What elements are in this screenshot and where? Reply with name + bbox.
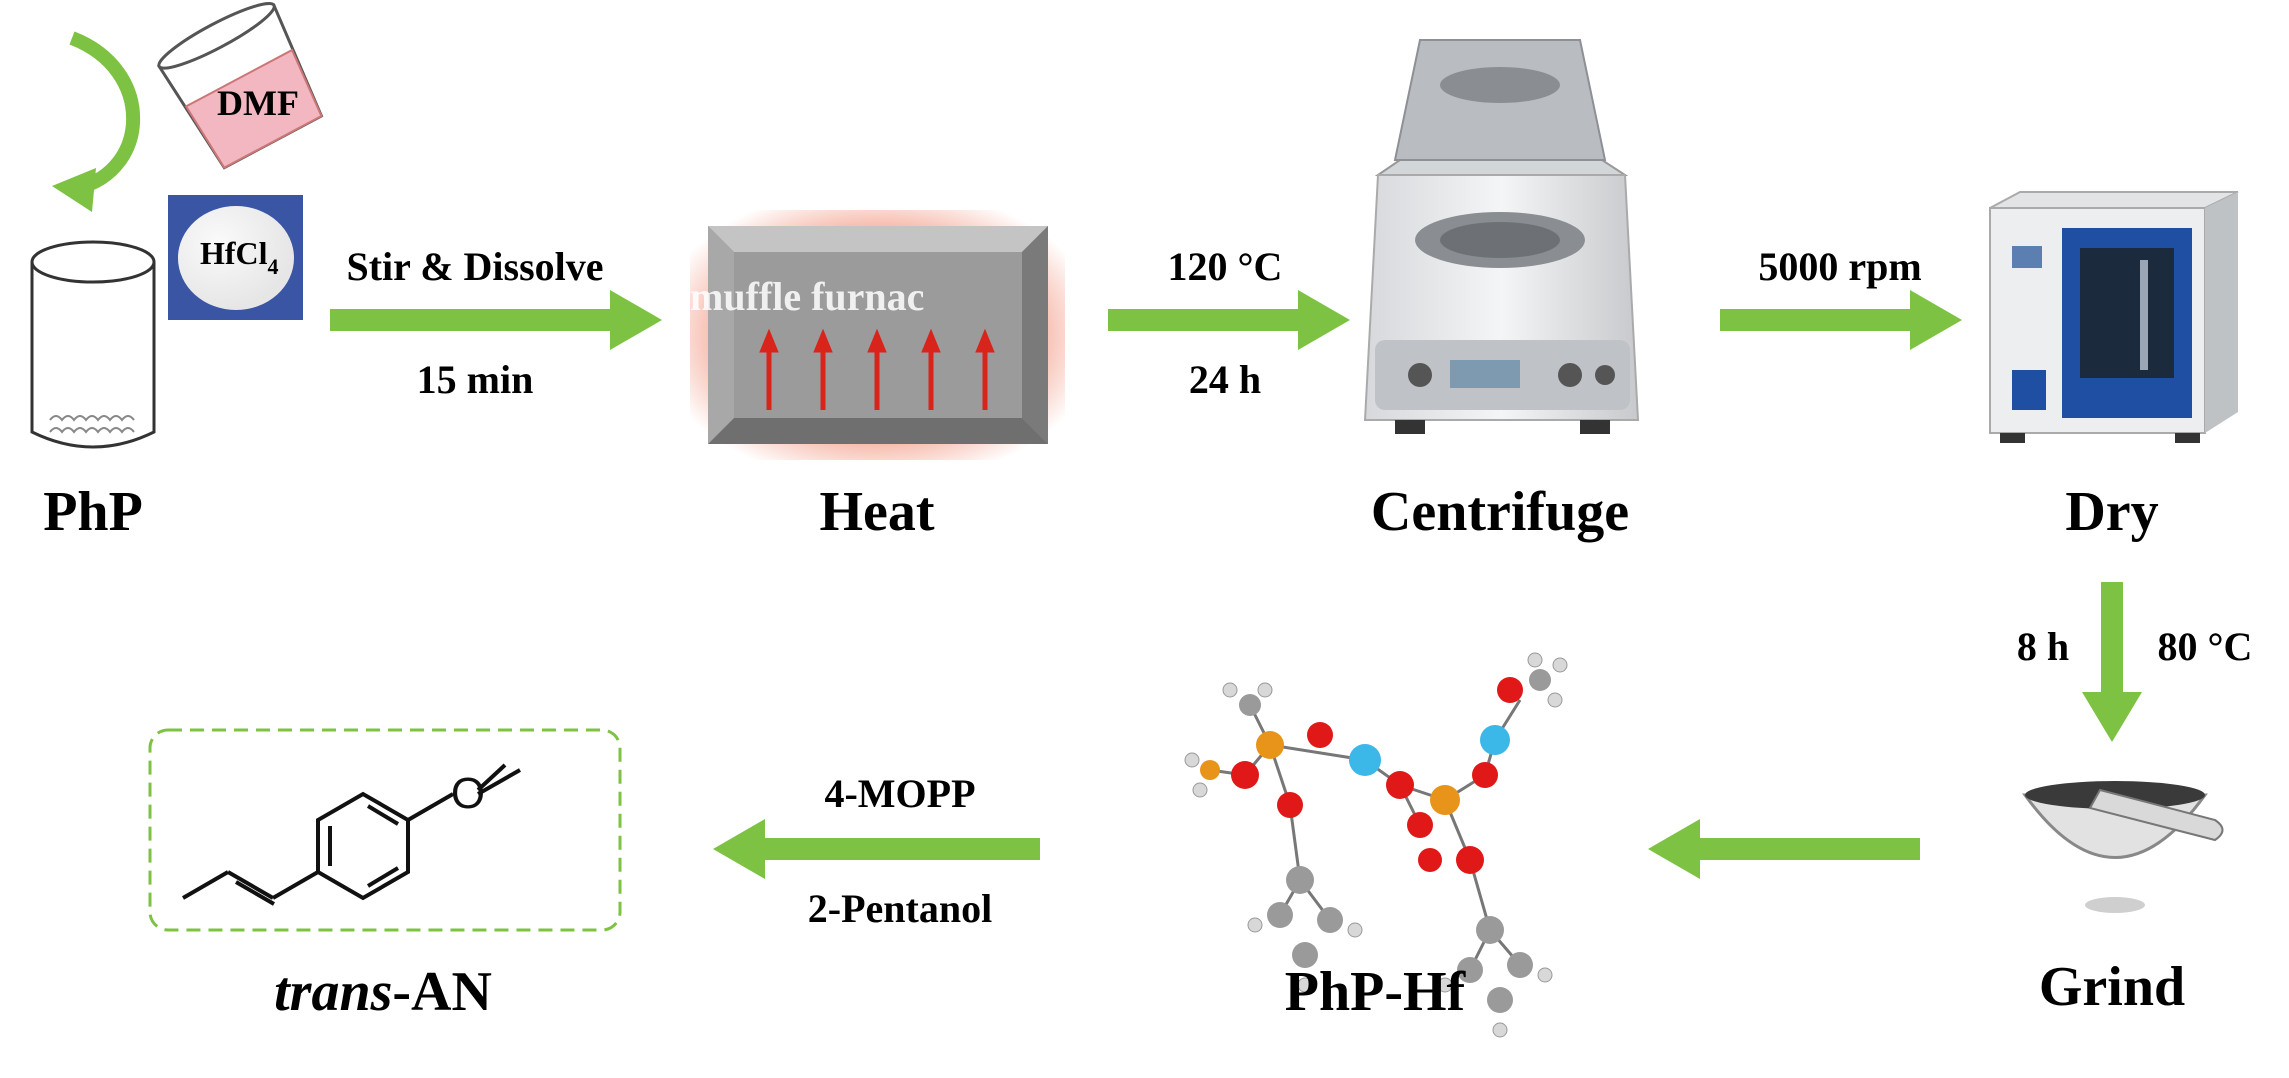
dmf-label: DMF [217, 83, 299, 123]
arrow-reaction [713, 819, 1040, 879]
cond-reactant: 4-MOPP [824, 771, 976, 816]
trans-an-structure-box: O [148, 728, 622, 932]
label-an-suffix: -AN [392, 961, 492, 1023]
cond-temp: 120 °C [1167, 244, 1283, 289]
label-php: PhP [43, 481, 143, 543]
label-trans-prefix: trans [274, 961, 393, 1023]
cond-heat-time: 24 h [1188, 357, 1262, 402]
oxygen-atom-label: O [451, 769, 485, 818]
hfcl4-label: HfCl4 [200, 235, 279, 279]
dmf-beaker-icon [156, 2, 324, 170]
pour-arrow [52, 31, 140, 212]
arrow-grind [1648, 819, 1920, 879]
php-hf-molecule-icon [1184, 652, 1568, 1038]
arrow-heat [1108, 290, 1350, 350]
label-php-hf: PhP-Hf [1284, 961, 1466, 1023]
cond-dry-time: 8 h [2016, 624, 2070, 669]
arrow-stir [330, 290, 662, 350]
label-dry: Dry [2065, 481, 2159, 543]
label-grind: Grind [2038, 956, 2186, 1018]
label-centrifuge: Centrifuge [1370, 481, 1630, 543]
cond-solvent: 2-Pentanol [807, 886, 993, 931]
arrow-centrifuge [1720, 290, 1962, 350]
php-beaker-icon [30, 240, 156, 449]
drying-oven-icon [1989, 191, 2239, 443]
cond-stir: Stir & Dissolve [346, 244, 604, 289]
furnace-label: muffle furnac [690, 274, 924, 319]
cond-dry-temp: 80 °C [2157, 624, 2253, 669]
arrow-dry [2082, 582, 2142, 742]
mortar-pestle-icon [2022, 781, 2224, 913]
label-heat: Heat [819, 481, 935, 543]
cond-stir-time: 15 min [416, 357, 534, 402]
muffle-furnace-icon [690, 210, 1065, 460]
centrifuge-icon [1363, 39, 1640, 434]
label-trans-an: trans-AN [274, 960, 492, 1024]
hfcl4-powder-icon [168, 195, 303, 320]
cond-speed: 5000 rpm [1758, 244, 1922, 289]
